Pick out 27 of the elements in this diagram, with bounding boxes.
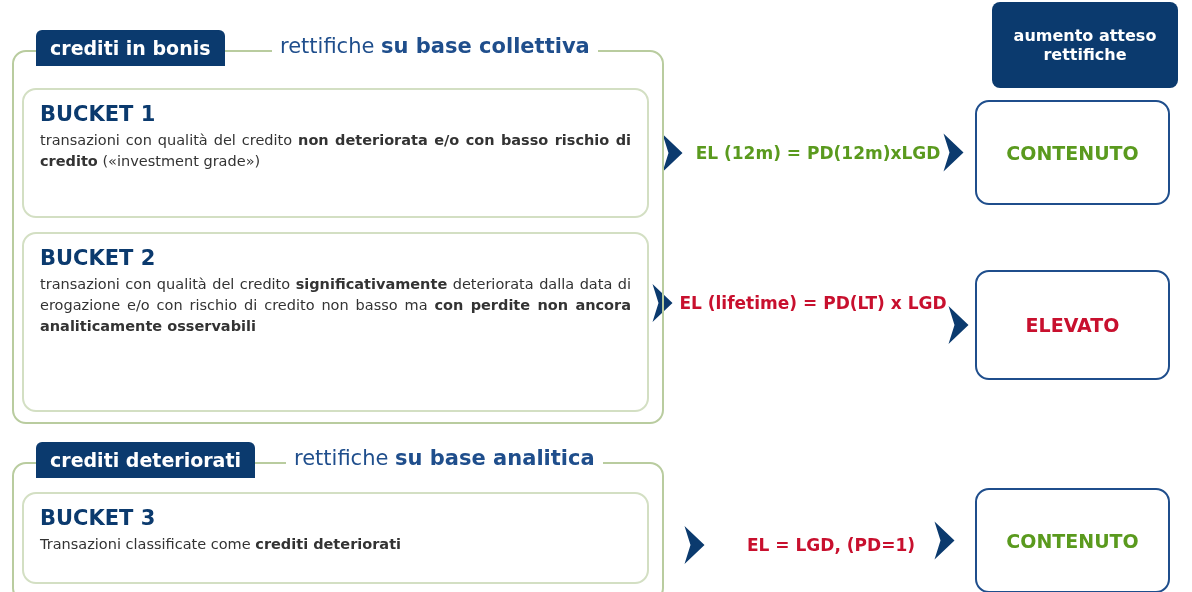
result-label: ELEVATO — [1025, 314, 1120, 336]
bucket-description: transazioni con qualità del credito non deteriorata e/o con basso rischio di credito («investment grade») — [40, 131, 631, 171]
result-label: CONTENUTO — [1006, 141, 1139, 164]
bucket-title: BUCKET 1 — [40, 102, 157, 126]
chevron-arrow — [684, 526, 705, 564]
bucket-card — [22, 232, 649, 412]
bucket-card — [22, 492, 649, 584]
bucket-title: BUCKET 3 — [40, 506, 157, 530]
formula-text: EL (lifetime) = PD(LT) x LGD — [680, 284, 946, 322]
header-box — [992, 2, 1178, 88]
result-box — [975, 100, 1170, 205]
bucket-title: BUCKET 2 — [40, 246, 157, 270]
chevron-arrow — [662, 134, 683, 172]
chevron-arrow — [948, 306, 969, 344]
result-label: CONTENUTO — [1006, 529, 1139, 552]
header-text: aumento atteso rettifiche — [1012, 26, 1158, 64]
section-tab: crediti deteriorati — [36, 442, 256, 478]
formula-text: EL = LGD, (PD=1) — [744, 526, 918, 564]
bucket-description: transazioni con qualità del credito significativamente deteriorata dalla data di erogazione e/o con rischio di credito non basso ma con perdite non ancora analiticamente osservabili — [40, 275, 631, 337]
bucket-description: Transazioni classificate come crediti deteriorati — [40, 535, 403, 554]
chevron-arrow — [652, 284, 673, 322]
result-box — [975, 270, 1170, 380]
chevron-arrow — [943, 133, 964, 172]
bucket-card — [22, 88, 649, 218]
chevron-arrow — [934, 521, 955, 560]
result-box — [975, 488, 1170, 592]
section-tab: crediti in bonis — [36, 30, 225, 66]
